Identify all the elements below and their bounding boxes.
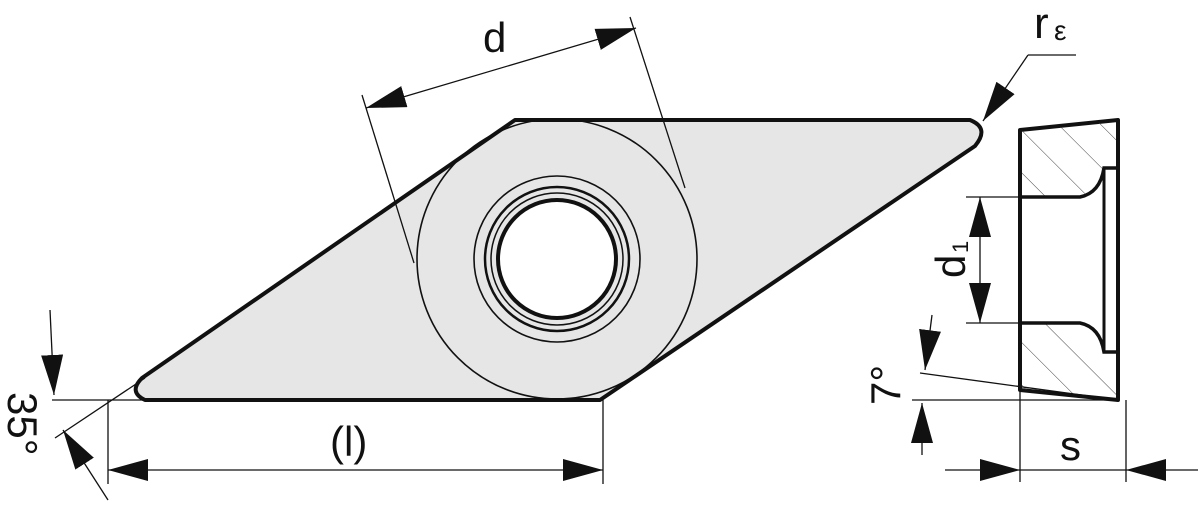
section-hatch-bottom <box>1022 323 1116 399</box>
clearance-angle-label: 7° <box>862 365 909 405</box>
insert-top-view <box>133 118 984 402</box>
section-hatch-top <box>1022 121 1116 197</box>
countersink-ring-1 <box>483 185 631 333</box>
inscribed-circle <box>416 118 698 400</box>
thickness-label: s <box>1060 422 1081 469</box>
dimension-thickness: s <box>945 390 1198 482</box>
countersink-outer <box>473 175 641 343</box>
corner-radius-label: r <box>1034 0 1049 48</box>
dimension-corner-radius: r ε <box>982 0 1076 122</box>
mounting-hole <box>496 198 618 320</box>
insert-side-section <box>1018 118 1120 402</box>
dimension-inscribed-circle: d <box>361 14 686 264</box>
hole-diameter-subscript: 1 <box>948 241 973 253</box>
dimension-corner-angle: 35° <box>0 309 146 501</box>
dimension-clearance-angle: 7° <box>862 314 1119 455</box>
corner-angle-label: 35° <box>0 392 46 456</box>
dimension-edge-length: (l) <box>107 400 604 484</box>
hole-diameter-label: d <box>927 255 974 278</box>
dimension-hole-diameter: d 1 <box>927 196 1022 324</box>
edge-length-label: (l) <box>330 418 367 465</box>
dimension-d-label: d <box>483 14 506 61</box>
corner-radius-subscript: ε <box>1054 15 1066 46</box>
countersink-ring-2 <box>490 192 624 326</box>
